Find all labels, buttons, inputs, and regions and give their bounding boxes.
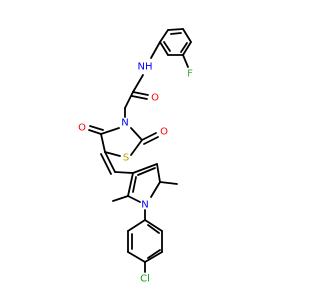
bond-carbonyl-ch2 [124,91,134,109]
bond-carbonyl-o [132,91,149,96]
bond-nh-carbonyl [132,74,144,93]
atom-label-ring-oxygen-2: O [160,127,168,138]
bond [156,163,161,183]
chlorophenyl-ring [127,219,163,263]
bond [100,127,120,135]
bond [163,41,171,52]
bond [170,32,182,35]
bond [100,133,106,153]
atom-label-thiazolidine-nitrogen: N [121,118,128,129]
bond-c4-o-double [89,125,104,131]
bond-ring-nh [150,41,161,59]
bond-c2-o-double [143,136,159,145]
bond-carbonyl-o-double [131,95,148,100]
bond-methyl-c5 [159,181,178,185]
bond [132,176,137,193]
bond-methyl-c2 [112,195,129,202]
atom-label-sulfur: S [123,153,129,164]
atom-label-ring-oxygen-4: O [78,123,86,134]
bond [137,167,156,176]
bond-c4-o [88,129,102,135]
bond [150,181,161,198]
bond-methylidene-pyrrole [114,171,134,174]
bond [144,251,163,263]
bond [182,28,192,43]
bond [130,139,143,156]
bond [180,42,188,53]
bond [147,224,160,234]
bond [127,195,141,203]
bond [127,172,134,197]
bond-c5-methylidene [104,151,116,173]
bond [159,29,169,43]
bond [182,41,192,56]
atom-label-amide-nh: NH [138,62,153,73]
bond-c2-o [141,132,157,141]
bond [159,41,169,56]
bond-c5-methylidene-double [100,153,112,175]
bond [147,249,161,259]
bond [132,163,158,174]
bond-ring-f [182,54,189,68]
atom-label-pyrrole-nitrogen: N [141,200,148,211]
pyrrole-ring [127,163,161,203]
bond [104,151,121,157]
atom-label-fluorine: F [187,69,193,80]
bond [127,219,146,232]
atom-label-amide-oxygen: O [151,93,159,104]
bond [144,219,163,232]
bond [127,251,146,263]
bond [130,127,143,141]
bond [167,28,184,31]
thiazolidinedione-ring [100,127,143,157]
structure-svg: NH F O N O O S N Cl [78,28,193,285]
molecule-diagram: NH F O N O O S N Cl [78,28,193,285]
atom-label-chlorine: Cl [140,274,150,285]
fluorophenyl-ring [159,28,192,56]
